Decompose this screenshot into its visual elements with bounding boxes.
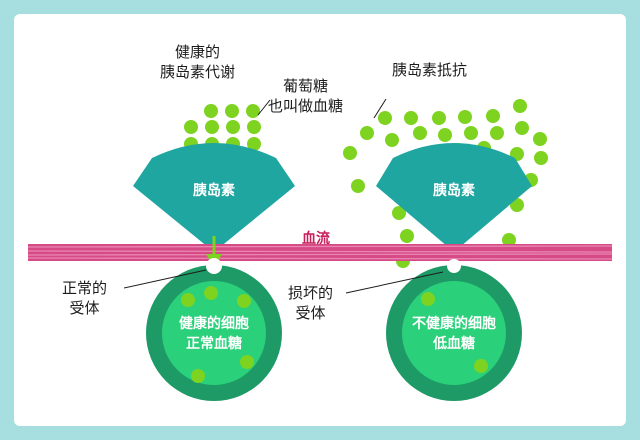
glucose-in-healthy-cell [181,286,254,383]
label-unhealthy-cell: 不健康的细胞 低血糖 [412,316,496,352]
label-insulin-right: 胰岛素 [433,183,475,199]
label-blood-flow: 血流 [302,231,330,247]
blood-stream [27,244,613,261]
insulin-left [133,143,295,252]
label-insulin-left: 胰岛素 [193,183,235,199]
label-normal-receptor: 正常的 受体 [62,279,108,317]
label-glucose: 葡萄糖 也叫做血糖 [268,77,344,115]
unhealthy-cell [386,259,522,401]
pointer-line-damaged-receptor [345,271,444,294]
label-healthy-cell: 健康的细胞 正常血糖 [179,316,249,352]
pointer-line-glucose-right [373,98,387,119]
glucose-in-unhealthy-cell [421,292,488,373]
label-healthy-metabolism: 健康的 胰岛素代谢 [160,43,236,81]
label-damaged-receptor: 损坏的 受体 [288,284,334,322]
pointer-line-normal-receptor [123,269,207,289]
label-insulin-resistance: 胰岛素抵抗 [392,61,468,79]
insulin-right [376,143,532,252]
pointer-lines [123,98,444,294]
pointer-line-glucose [257,99,271,116]
